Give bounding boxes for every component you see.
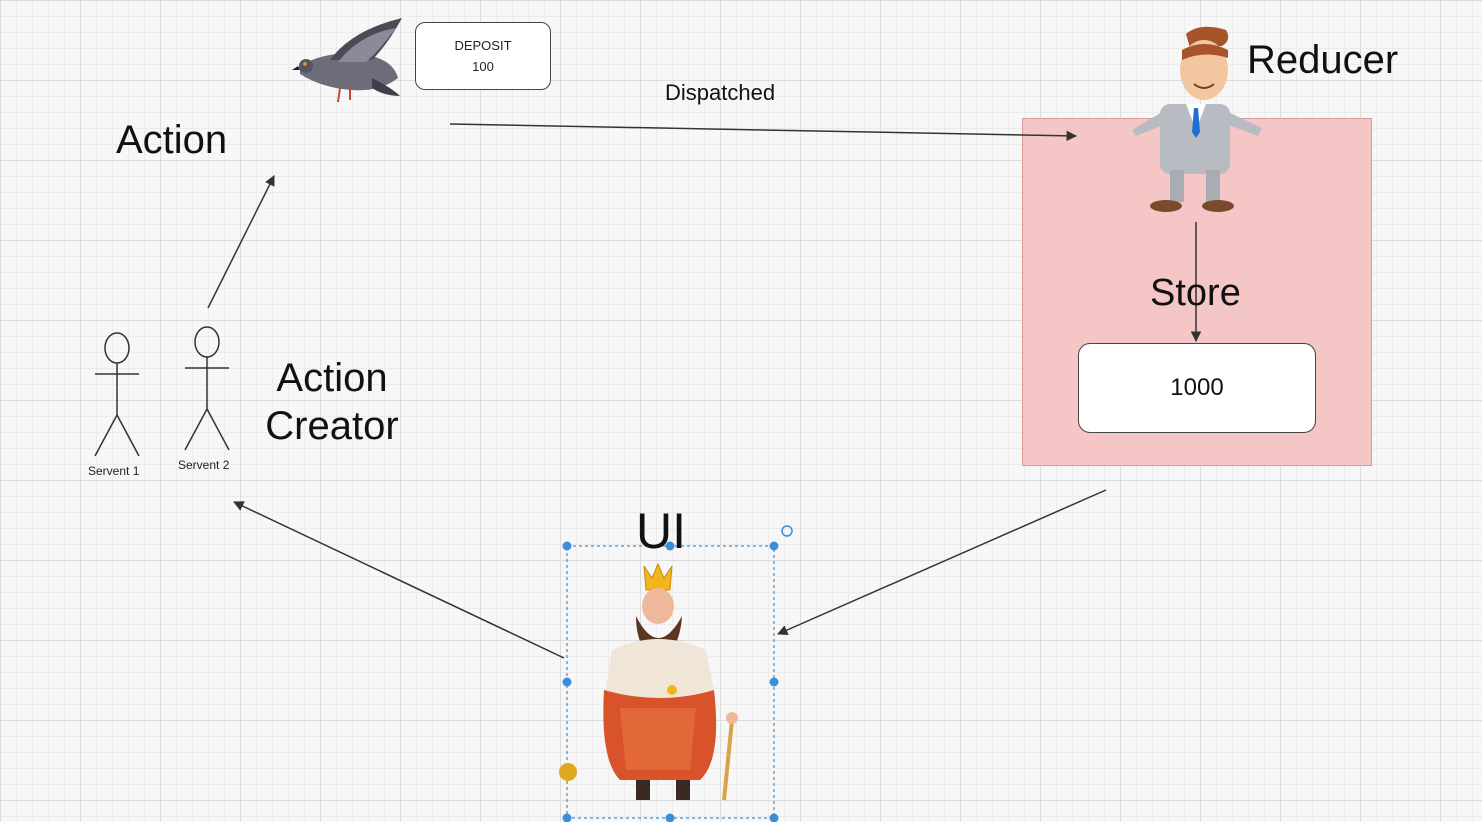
action-payload-box[interactable]: DEPOSIT 100 (415, 22, 551, 90)
action-creator-line-2: Creator (265, 404, 399, 448)
store-value: 1000 (1170, 374, 1224, 401)
stick-figure-icon (184, 326, 230, 451)
servant-1-label: Servent 1 (88, 464, 140, 478)
deposit-amount: 100 (472, 59, 494, 74)
arrow-ui-to-creator (233, 501, 565, 659)
action-creator-label: Action Creator (262, 354, 402, 450)
store-value-box[interactable]: 1000 (1078, 343, 1316, 433)
arrow-store-to-ui (777, 489, 1107, 636)
action-creator-line-1: Action (276, 356, 388, 400)
arrow-creator-to-action (207, 175, 275, 309)
action-label: Action (116, 118, 228, 162)
stick-figure-icon (94, 332, 140, 457)
dispatched-label: Dispatched (665, 80, 776, 105)
businessman-icon (1132, 26, 1262, 212)
king-icon (559, 562, 738, 801)
deposit-title: DEPOSIT (454, 38, 512, 53)
ui-label: UI (636, 503, 686, 559)
pigeon-icon (292, 18, 402, 103)
reducer-label: Reducer (1247, 38, 1399, 82)
store-label: Store (1150, 272, 1241, 314)
arrow-dispatched (449, 123, 1078, 142)
selection-box (562, 525, 793, 822)
servant-2-label: Servent 2 (178, 458, 230, 472)
